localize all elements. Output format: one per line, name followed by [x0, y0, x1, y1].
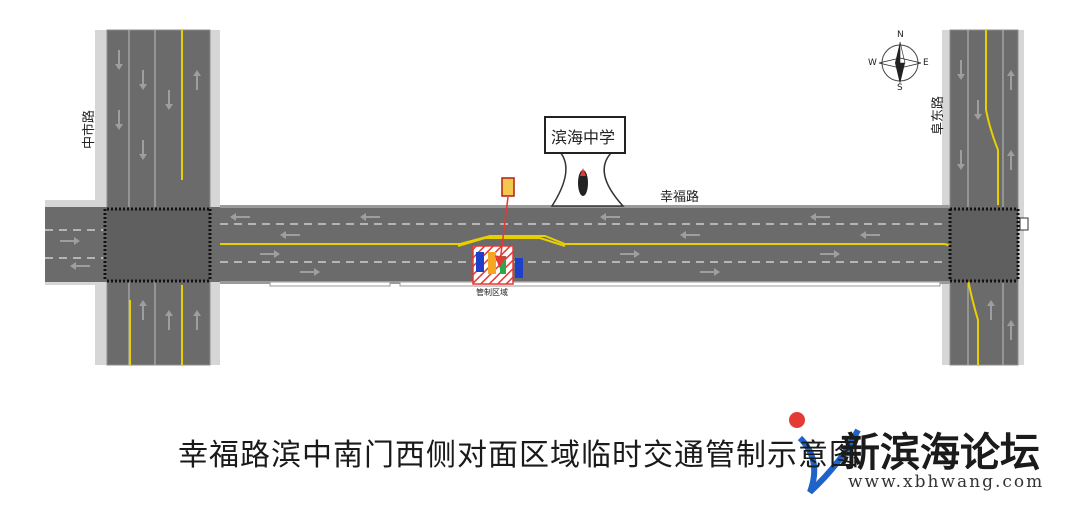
warning-sign-icon	[501, 177, 515, 197]
forum-logo-icon	[789, 412, 861, 495]
xingfu-road-label: 幸福路	[660, 190, 700, 205]
zhongshi-road-label: 中市路	[82, 109, 98, 150]
compass-east: E	[923, 58, 929, 68]
watermark-name: 新滨海论坛	[840, 430, 1040, 476]
watermark-url: www.xbhwang.com	[848, 472, 1045, 492]
compass-icon	[878, 41, 922, 84]
zhongshi-road-vertical	[106, 29, 211, 366]
compass-north: N	[897, 30, 904, 40]
school-entrance	[544, 116, 626, 207]
west-stub-road	[45, 207, 107, 282]
barrier-blue-left	[476, 252, 484, 272]
control-zone	[457, 177, 566, 285]
fudong-road-label: 阜东路	[931, 95, 947, 136]
compass-south: S	[897, 83, 903, 93]
barrier-blue-right	[515, 258, 523, 278]
pointer-arrow	[494, 196, 509, 268]
compass-west: W	[868, 58, 877, 68]
fudong-road-vertical	[949, 29, 1019, 366]
school-label: 滨海中学	[551, 128, 616, 147]
school-sign	[544, 116, 626, 154]
intersections	[103, 207, 1029, 283]
cone-row	[488, 252, 496, 274]
control-zone-label: 管制区域	[476, 288, 508, 297]
diagram-caption: 幸福路滨中南门西侧对面区域临时交通管制示意图	[178, 438, 860, 473]
lane-arrows	[60, 50, 1015, 340]
